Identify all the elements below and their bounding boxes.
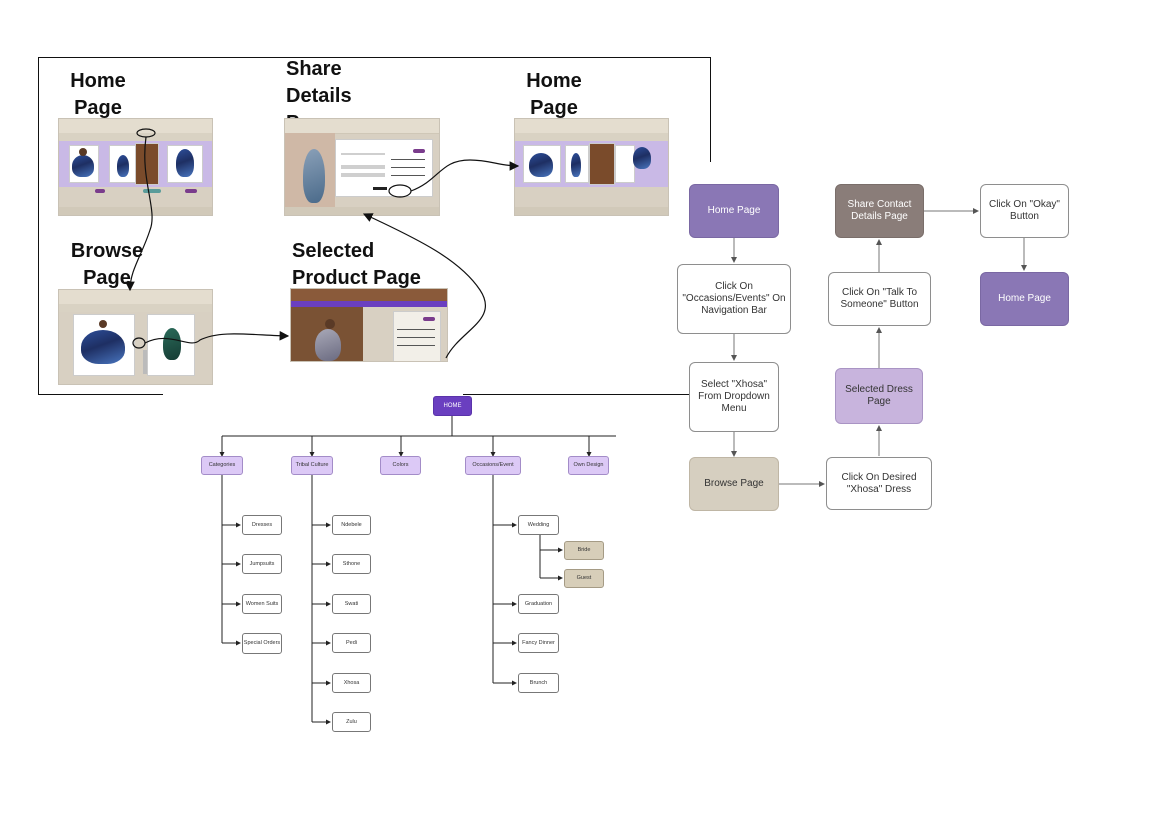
sitemap-categories: Categories (201, 456, 243, 475)
sitemap-tribal-culture: Tribal Culture (291, 456, 333, 475)
sitemap-categories-item: Women Suits (242, 594, 282, 614)
sitemap-tribal-item: Swati (332, 594, 371, 614)
flow-home-page: Home Page (689, 184, 779, 238)
flow-click-okay: Click On "Okay" Button (980, 184, 1069, 238)
label-browse-page: Browse Page (70, 240, 144, 289)
sitemap-categories-item: Special Orders (242, 633, 282, 654)
label-share-details: Share Details Page (286, 58, 352, 134)
sitemap-categories-item: Jumpsuits (242, 554, 282, 574)
frame-gap-bottom (163, 360, 463, 400)
label-home-page-2: Home Page (526, 70, 582, 119)
sitemap-occasion-item: Fancy Dinner (518, 633, 559, 653)
browse-page-thumbnail (58, 289, 213, 385)
share-details-thumbnail (284, 118, 440, 216)
flow-home-page-end: Home Page (980, 272, 1069, 326)
home-page-thumbnail-1 (58, 118, 213, 216)
storyboard-connectors (125, 128, 520, 359)
flow-click-talk-to-someone: Click On "Talk To Someone" Button (828, 272, 931, 326)
sitemap-tribal-item: Ndebele (332, 515, 371, 535)
sitemap-occasion-item: Wedding (518, 515, 559, 535)
sitemap-wedding-sub-item: Guest (564, 569, 604, 588)
label-home-page-1: Home Page (70, 70, 126, 119)
flow-browse-page: Browse Page (689, 457, 779, 511)
selected-product-thumbnail (290, 288, 448, 362)
flow-select-xhosa: Select "Xhosa" From Dropdown Menu (689, 362, 779, 432)
sitemap-categories-item: Dresses (242, 515, 282, 535)
flow-share-contact-details: Share Contact Details Page (835, 184, 924, 238)
sitemap-tribal-item: Pedi (332, 633, 371, 653)
sitemap-occasions: Occasions/Event (465, 456, 521, 475)
flow-click-occasions: Click On "Occasions/Events" On Navigatio… (677, 264, 791, 334)
flow-selected-dress-page: Selected Dress Page (835, 368, 923, 424)
sitemap-occasion-item: Graduation (518, 594, 559, 614)
sitemap-own-design: Own Design (568, 456, 609, 475)
sitemap-home-node: HOME (433, 396, 472, 416)
sitemap-tribal-item: Xhosa (332, 673, 371, 693)
sitemap-tribal-item: Sthone (332, 554, 371, 574)
sitemap-wedding-sub-item: Bride (564, 541, 604, 560)
flow-click-desired-dress: Click On Desired "Xhosa" Dress (826, 457, 932, 510)
sitemap-occasion-item: Brunch (518, 673, 559, 693)
sitemap-tribal-item: Zulu (332, 712, 371, 732)
sitemap-colors: Colors (380, 456, 421, 475)
label-selected-product: Selected Product Page (292, 240, 421, 289)
